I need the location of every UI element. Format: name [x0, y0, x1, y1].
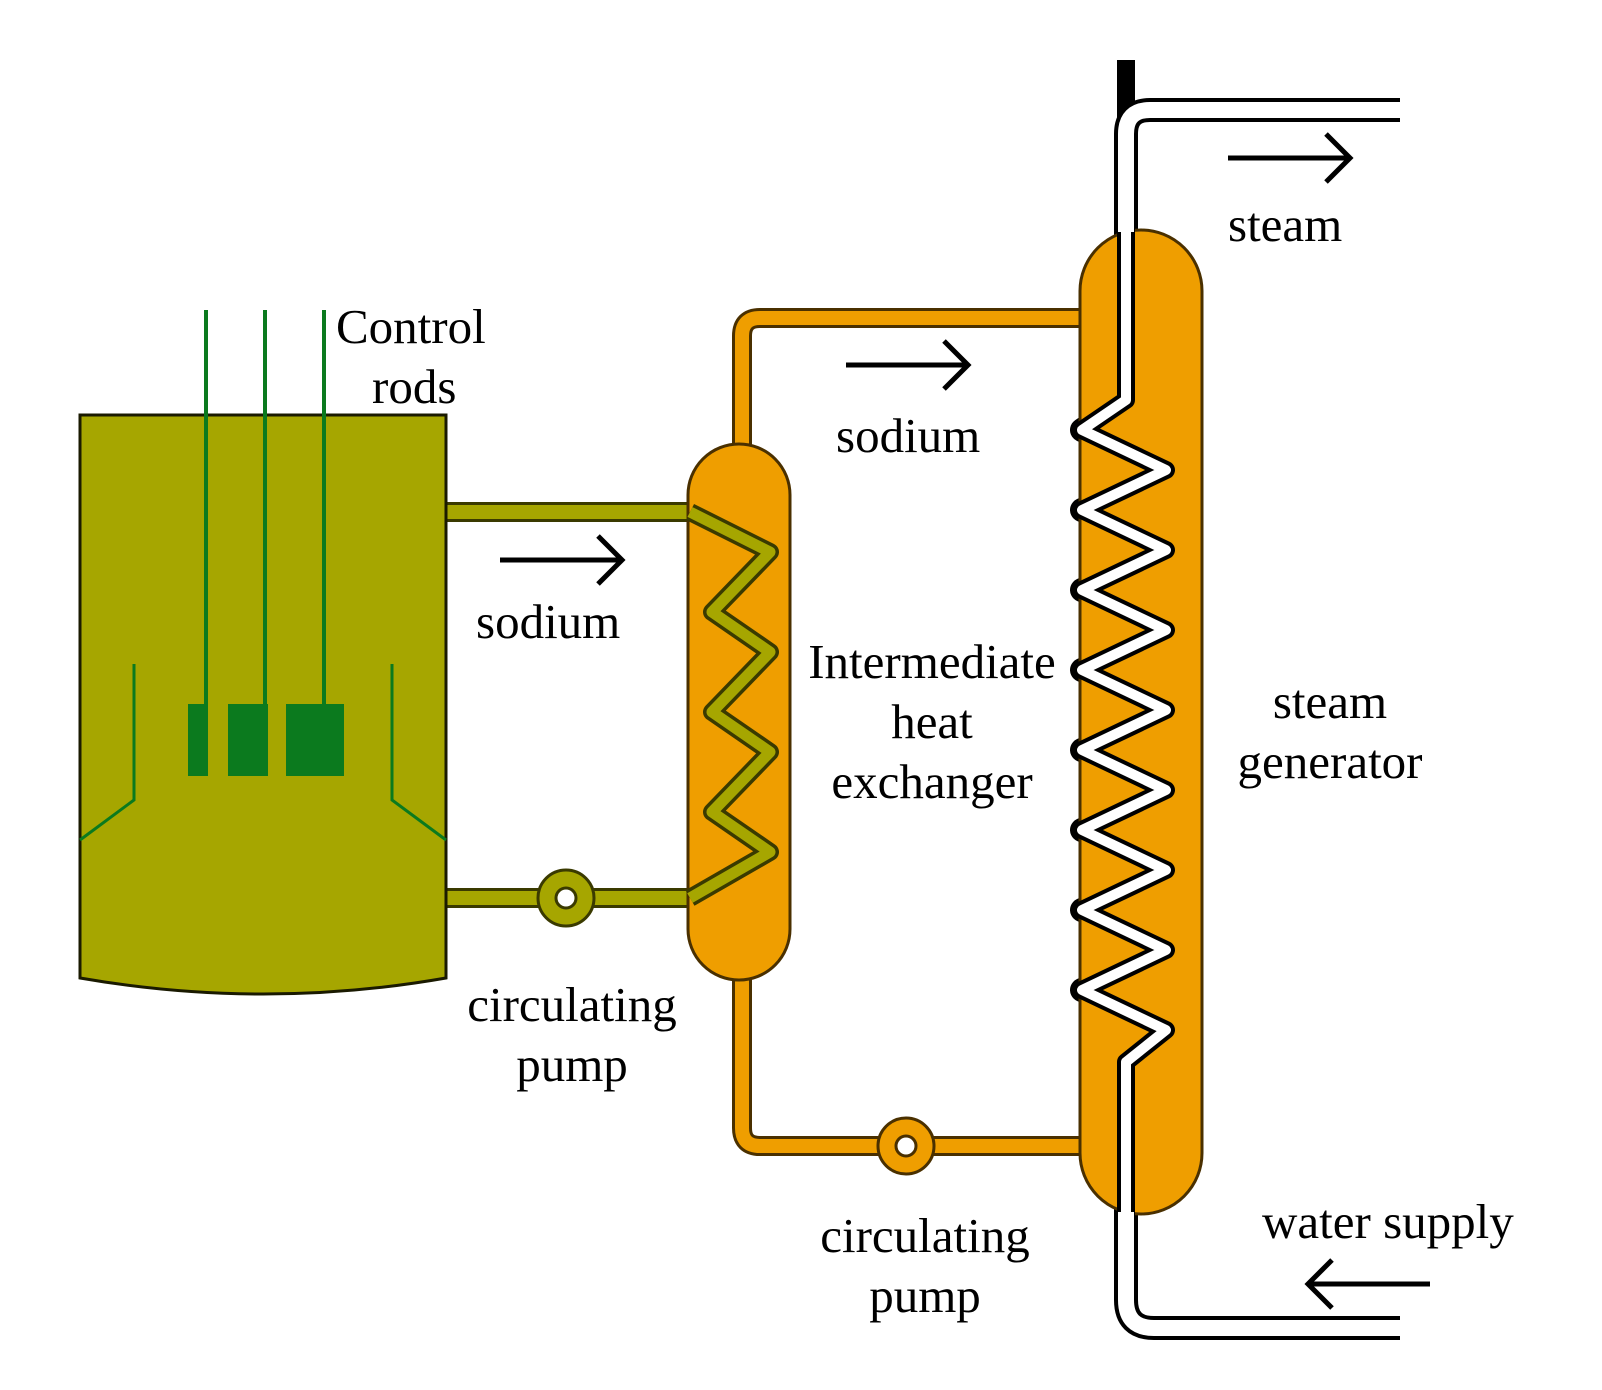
label-ihx-line1: Intermediate: [808, 634, 1056, 689]
label-pump1-line1: circulating: [467, 977, 677, 1032]
label-sodium-secondary: sodium: [836, 408, 981, 463]
label-control-rods-line2: rods: [372, 359, 457, 414]
label-control-rods-line1: Control: [336, 299, 486, 354]
steam-generator-coil: [1073, 60, 1400, 1336]
label-steam-generator-line2: generator: [1237, 734, 1423, 789]
circulating-pump-2: [876, 1116, 936, 1176]
label-pump1-line2: pump: [516, 1037, 628, 1092]
ihx-coil: [685, 503, 779, 906]
label-steam-generator-line1: steam: [1272, 674, 1388, 729]
control-rods: [188, 310, 344, 776]
secondary-sodium-loop: [732, 308, 1082, 1156]
arrow-water-supply: [1304, 1258, 1430, 1310]
label-water-supply: water supply: [1262, 1194, 1514, 1249]
arrow-steam: [1228, 132, 1354, 184]
label-ihx-line3: exchanger: [831, 754, 1033, 809]
arrow-sodium-primary: [500, 534, 626, 586]
label-sodium-primary: sodium: [476, 594, 621, 649]
primary-sodium-loop: [440, 502, 720, 908]
circulating-pump-1: [536, 868, 596, 928]
label-ihx-line2: heat: [891, 694, 973, 749]
label-steam-out: steam: [1228, 197, 1343, 252]
label-pump2-line2: pump: [869, 1268, 981, 1323]
label-pump2-line1: circulating: [820, 1208, 1030, 1263]
arrow-sodium-secondary: [846, 339, 972, 391]
